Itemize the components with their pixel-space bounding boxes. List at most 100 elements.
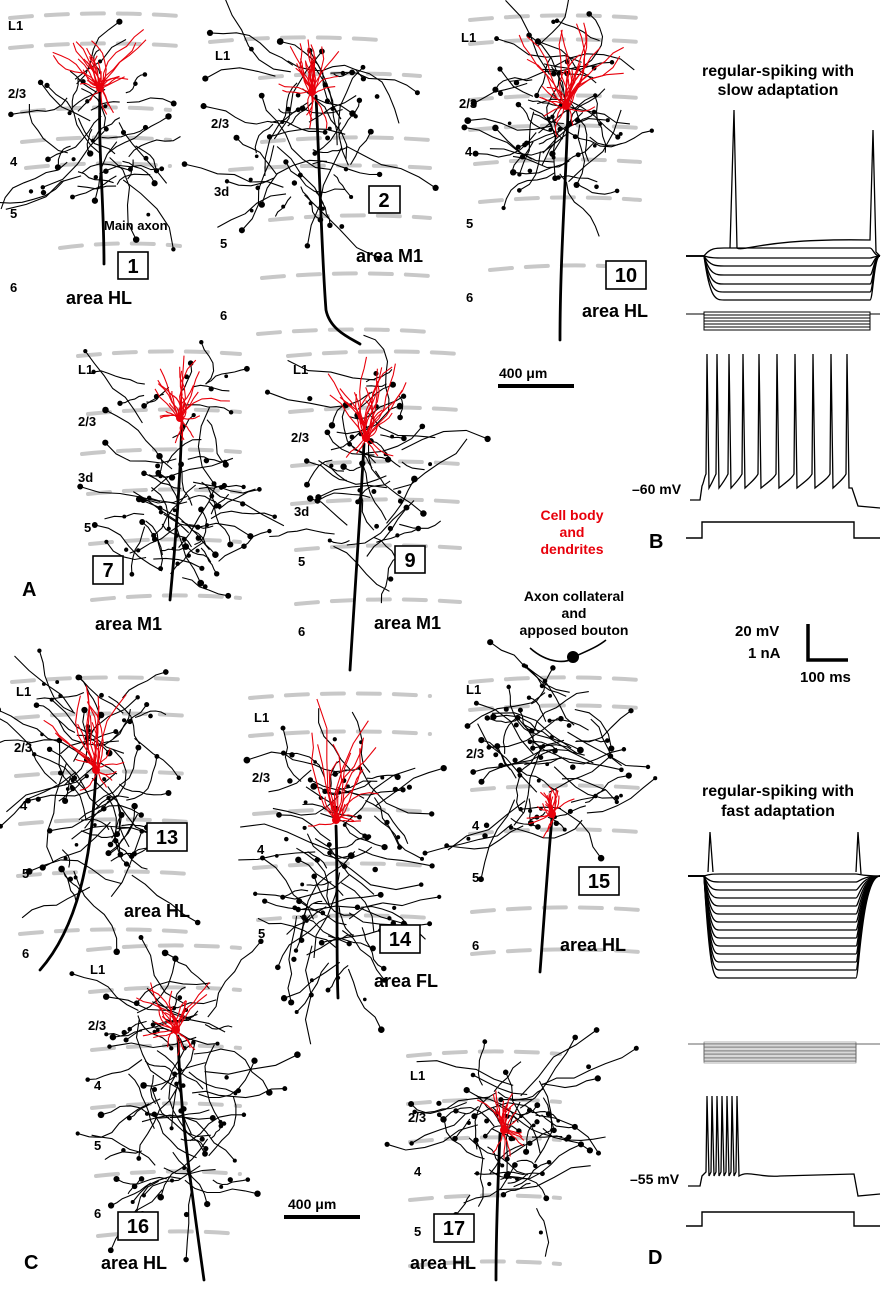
cell-body <box>500 1126 508 1134</box>
bouton <box>225 592 232 599</box>
axon-collateral <box>194 509 208 546</box>
axon-collateral <box>361 463 387 521</box>
bouton <box>388 576 394 582</box>
bouton <box>552 748 558 754</box>
dendrite <box>546 86 566 104</box>
bouton <box>554 18 560 24</box>
bouton <box>558 715 564 722</box>
axon-collateral <box>481 739 511 770</box>
axon-collateral <box>153 484 197 536</box>
layer-label: 4 <box>10 154 18 169</box>
axon-collateral <box>187 494 220 507</box>
axon-collateral <box>122 671 166 699</box>
bouton <box>280 119 285 125</box>
dendrite <box>86 47 99 86</box>
axon-collateral <box>189 1114 244 1142</box>
axon-collateral <box>401 429 488 451</box>
dendrite <box>329 761 338 823</box>
voltage-trace <box>686 255 881 285</box>
layer-label: 2/3 <box>8 86 26 101</box>
bouton <box>513 722 519 728</box>
bouton <box>181 1106 187 1112</box>
axon-collateral <box>110 852 135 862</box>
bouton <box>109 1033 117 1041</box>
bouton <box>324 98 330 104</box>
axon-collateral <box>491 1128 512 1139</box>
axon-collateral <box>205 67 276 80</box>
voltage-traces <box>686 109 881 1227</box>
bouton <box>512 757 518 763</box>
voltage-trace-repetitive <box>690 353 881 509</box>
axon-collateral <box>78 795 129 821</box>
bouton <box>93 174 99 180</box>
area-label: area FL <box>374 971 438 991</box>
neuron-17 <box>384 1027 639 1282</box>
dendrite <box>310 732 335 818</box>
axon-collateral <box>496 745 517 779</box>
bouton <box>70 778 75 783</box>
ephys-scale-bar: 20 mV 1 nA 100 ms <box>735 623 851 686</box>
bouton <box>74 842 79 847</box>
area-label: area HL <box>582 301 648 321</box>
bouton <box>625 772 632 779</box>
axon-collateral <box>122 179 174 250</box>
bouton <box>317 216 324 223</box>
layer-label: 4 <box>20 798 28 813</box>
bouton <box>384 819 390 826</box>
dendrite <box>333 720 369 822</box>
bouton <box>113 948 120 956</box>
bouton <box>174 533 180 538</box>
bouton <box>594 1075 601 1082</box>
bouton <box>395 533 400 538</box>
axon-collateral <box>330 72 418 94</box>
bouton <box>54 164 61 171</box>
axon-collateral <box>257 917 337 949</box>
axon-collateral <box>138 1088 177 1159</box>
axon-collateral <box>282 889 309 898</box>
bouton <box>482 1039 488 1045</box>
bouton <box>586 1064 592 1070</box>
axon-collateral <box>570 102 590 162</box>
dendrite <box>568 106 596 112</box>
bouton <box>482 833 488 839</box>
axon-collateral <box>218 488 260 510</box>
dendrite <box>365 400 375 438</box>
axon-collateral <box>21 886 91 919</box>
dendrite <box>142 1029 174 1037</box>
bouton <box>472 150 479 157</box>
cell-body <box>308 88 316 96</box>
legend-axon: Axon collateral and apposed bouton <box>520 588 628 663</box>
dendrite <box>310 93 328 129</box>
axon-collateral <box>393 438 468 490</box>
axon-collateral <box>200 341 215 385</box>
axon-collateral <box>529 107 556 179</box>
bouton <box>419 856 425 861</box>
bouton <box>356 97 363 103</box>
axon-collateral <box>205 368 248 385</box>
trace-title-fast: regular-spiking with <box>702 783 854 800</box>
bouton <box>470 1072 476 1078</box>
axon-collateral <box>513 745 542 826</box>
axon-collateral <box>100 1105 170 1119</box>
axon-collateral <box>172 1151 208 1205</box>
bouton <box>517 188 522 193</box>
bouton <box>251 1057 258 1064</box>
bouton <box>227 541 234 548</box>
layer-boundary <box>406 1049 562 1058</box>
bouton <box>422 850 428 856</box>
bouton <box>296 898 303 905</box>
dendrite <box>178 1032 191 1048</box>
axon-collateral <box>589 130 652 146</box>
bouton <box>500 1163 505 1168</box>
bouton <box>141 470 147 477</box>
bouton <box>258 938 264 944</box>
axon-collateral <box>63 709 88 786</box>
axon-collateral <box>487 717 520 724</box>
axon-collateral <box>535 1207 550 1257</box>
bouton <box>272 514 277 519</box>
dendrites <box>476 1090 525 1159</box>
axon-collateral <box>38 650 76 714</box>
bouton <box>653 776 658 781</box>
axon-collateral <box>134 710 167 719</box>
